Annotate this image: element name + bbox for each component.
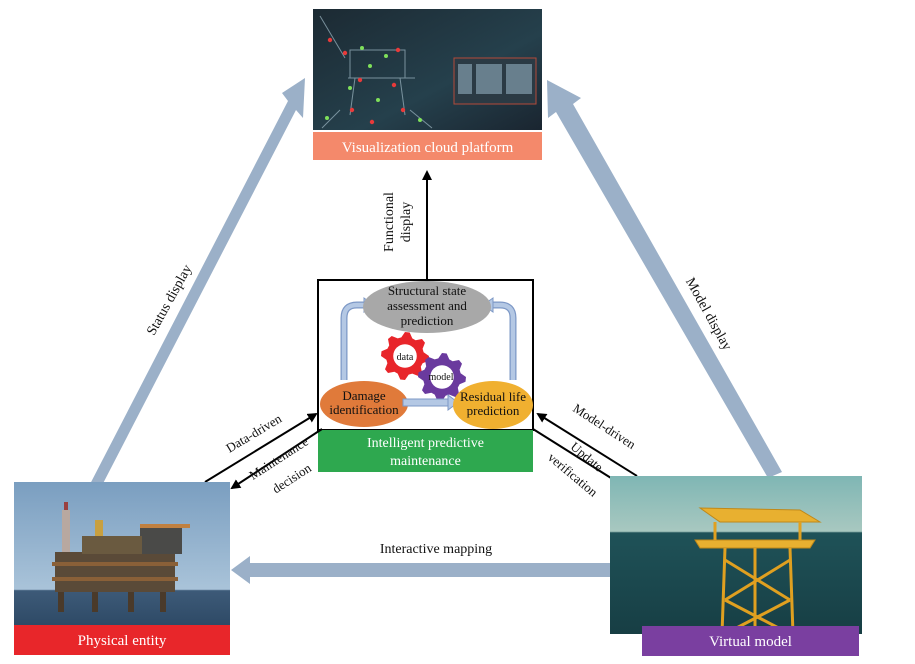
damage-identification-ellipse bbox=[320, 381, 408, 427]
damage-to-residual-arrow bbox=[402, 394, 459, 411]
model-display-arrow bbox=[547, 80, 782, 478]
visualization-label: Visualization cloud platform bbox=[342, 140, 514, 156]
interactive-mapping-label: Interactive mapping bbox=[380, 542, 492, 557]
residual-label-2: prediction bbox=[467, 403, 520, 418]
data-gear-icon bbox=[381, 332, 429, 380]
model-driven-arrow bbox=[536, 412, 638, 477]
model-gear-label: model bbox=[429, 372, 454, 383]
maintenance-decision-arrow bbox=[230, 428, 323, 490]
oil-platform-photo bbox=[52, 502, 190, 612]
physical-entity-label: Physical entity bbox=[78, 633, 167, 649]
gear-hub bbox=[430, 365, 454, 389]
virtual-model-node: Virtual model bbox=[610, 476, 862, 656]
visualization-cloud-platform-node: Visualization cloud platform bbox=[313, 9, 542, 160]
physical-entity-node: Physical entity bbox=[14, 482, 230, 655]
data-gear-label: data bbox=[397, 352, 414, 363]
structural-state-ellipse bbox=[363, 281, 491, 333]
virtual-model-label-bg bbox=[642, 626, 859, 656]
update-verification-arrow bbox=[532, 428, 612, 479]
visualization-label-bg bbox=[313, 132, 542, 160]
status-display-arrow bbox=[80, 78, 305, 497]
virtual-model-image bbox=[610, 476, 862, 634]
jacket-platform-model bbox=[694, 507, 822, 636]
center-title-1: Intelligent predictive bbox=[367, 436, 484, 451]
residual-label-1: Residual life bbox=[460, 389, 526, 404]
structural-label-2: assessment and bbox=[387, 298, 467, 313]
damage-label-1: Damage bbox=[342, 388, 386, 403]
gear-hub bbox=[393, 344, 417, 368]
functional-display-label-1: Functional bbox=[382, 192, 397, 252]
data-driven-arrow bbox=[204, 412, 318, 483]
physical-entity-label-bg bbox=[14, 625, 230, 655]
functional-display-label-2: display bbox=[399, 202, 414, 242]
sensor-dots bbox=[325, 37, 422, 125]
virtual-model-label: Virtual model bbox=[709, 634, 792, 650]
intelligent-predictive-maintenance-node: Structural state assessment and predicti… bbox=[317, 279, 534, 472]
center-title-2: maintenance bbox=[390, 454, 461, 469]
structural-label-3: prediction bbox=[401, 313, 454, 328]
center-label-bg bbox=[318, 430, 533, 472]
structural-label-1: Structural state bbox=[388, 283, 467, 298]
model-gear-icon bbox=[418, 353, 466, 401]
residual-life-ellipse bbox=[453, 381, 533, 429]
damage-label-2: identification bbox=[329, 402, 399, 417]
data-driven-label: Data-driven bbox=[223, 410, 284, 455]
interactive-mapping-arrow bbox=[231, 556, 612, 584]
